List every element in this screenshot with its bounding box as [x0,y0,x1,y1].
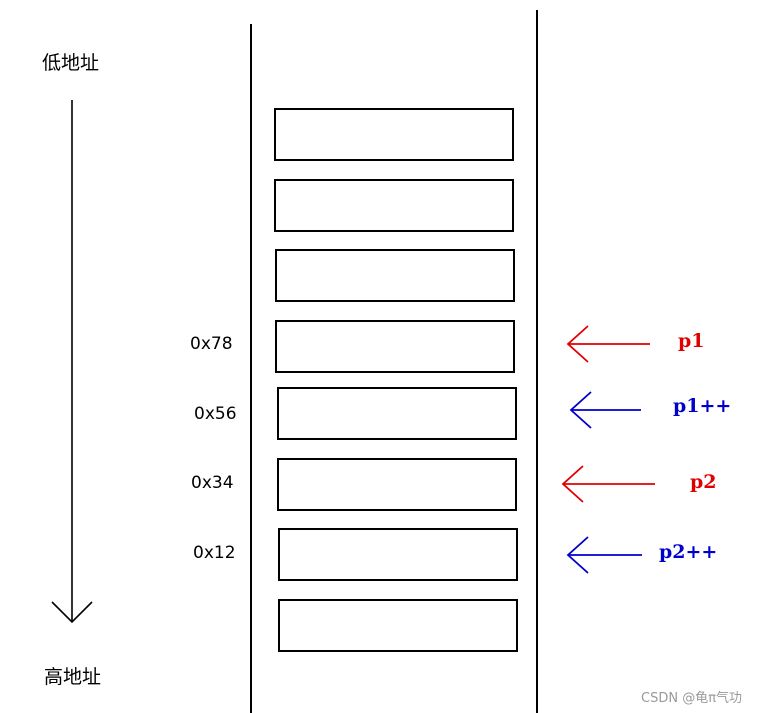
pointer-arrowhead [566,325,589,363]
memory-cell [274,179,514,232]
pointer-label: p2 [690,471,717,493]
memory-cell [278,599,518,652]
memory-cell [274,108,514,161]
memory-cell [277,458,517,511]
cell-value-label: 0x78 [190,334,233,354]
memory-cell [278,528,518,581]
pointer-label: p1 [678,330,705,352]
pointer-arrowhead [569,391,592,429]
pointer-arrowhead [561,465,584,503]
memory-cells [274,108,518,652]
address-direction-arrowhead [51,601,93,624]
memory-cell [277,387,517,440]
high-address-label: 高地址 [44,666,102,688]
cell-value-label: 0x34 [191,473,234,493]
pointer-label: p1++ [673,395,732,417]
memory-cell [275,249,515,302]
pointer-label: p2++ [659,541,718,563]
csdn-watermark: CSDN @龟π气功 [641,691,743,706]
low-address-label: 低地址 [42,52,100,74]
pointer-arrowhead [566,536,589,574]
cell-value-label: 0x56 [194,404,237,424]
pointer-arrows [561,325,655,574]
cell-value-label: 0x12 [193,543,236,563]
memory-cell [275,320,515,373]
